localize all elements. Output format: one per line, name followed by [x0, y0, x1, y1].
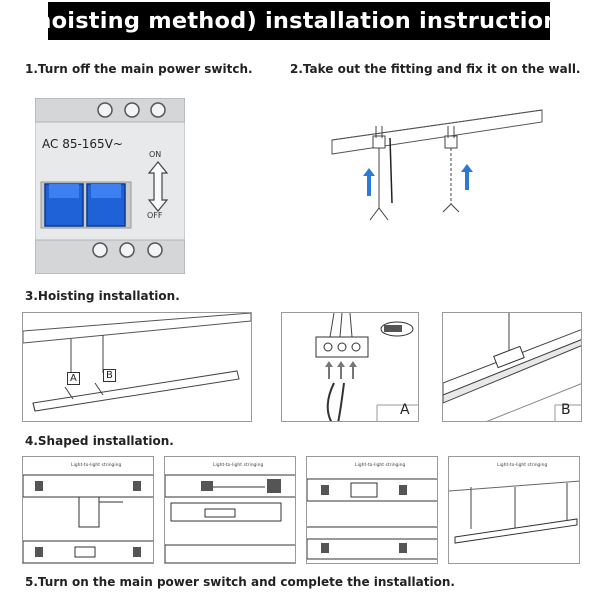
hoist-point-b-label: B — [103, 369, 116, 382]
shaped-caption-4: Light-to-light stringing — [497, 463, 548, 468]
hoisting-detail-a-drawing — [315, 313, 418, 421]
shaped-panel-suspended: Light-to-light stringing — [448, 456, 580, 564]
ceiling-fixing-drawing — [331, 109, 543, 221]
step-1-text: 1.Turn off the main power switch. — [25, 62, 253, 76]
hoisting-panel-overview: A B — [22, 312, 252, 422]
up-down-arrow-icon — [147, 161, 169, 212]
shaped-caption-2: Light-to-light stringing — [213, 463, 264, 468]
hoisting-panel-b: B — [442, 312, 582, 422]
voltage-label: AC 85-165V~ — [42, 137, 123, 151]
hoisting-panel-a: A — [281, 312, 419, 422]
terminal-screw-icon — [92, 242, 108, 258]
up-arrow-icon — [461, 164, 473, 190]
up-arrow-icon — [337, 361, 345, 379]
shaped-straight-connection-drawing — [307, 478, 437, 560]
hoisting-overview-drawing — [23, 313, 251, 412]
on-label: ON — [149, 150, 162, 159]
hoist-point-a-label: A — [67, 372, 80, 385]
shaped-caption-1: Light-to-light stringing — [71, 463, 122, 468]
terminal-screw-icon — [150, 102, 166, 118]
hoisting-detail-b-drawing — [443, 313, 581, 421]
ceiling-fixing-illustration — [330, 108, 545, 230]
shaped-l-connection-drawing — [165, 474, 295, 563]
up-arrow-icon — [363, 168, 375, 196]
ceiling-anchor-right — [442, 126, 460, 213]
terminal-screw-icon — [147, 242, 163, 258]
step-4-text: 4.Shaped installation. — [25, 434, 174, 448]
up-arrow-icon — [325, 361, 333, 379]
off-label: OFF — [147, 211, 163, 220]
shaped-t-connection-drawing — [23, 474, 153, 563]
step-5-text: 5.Turn on the main power switch and comp… — [25, 575, 455, 589]
shaped-suspended-drawing — [449, 480, 579, 544]
shaped-caption-3: Light-to-light stringing — [355, 463, 406, 468]
up-arrow-icon — [349, 361, 357, 379]
shaped-panel-t-connection: Light-to-light stringing — [22, 456, 154, 564]
page-title-banner: (hoisting method) installation instructi… — [25, 2, 573, 40]
circuit-breaker-drawing — [34, 97, 186, 275]
page-title: (hoisting method) installation instructi… — [24, 8, 574, 34]
circuit-breaker-illustration: AC 85-165V~ ON OFF — [34, 97, 186, 275]
terminal-screw-icon — [97, 102, 113, 118]
terminal-screw-icon — [119, 242, 135, 258]
step-3-text: 3.Hoisting installation. — [25, 289, 180, 303]
detail-a-label: A — [400, 402, 410, 418]
shaped-panel-l-connection: Light-to-light stringing — [164, 456, 296, 564]
step-2-text: 2.Take out the fitting and fix it on the… — [290, 62, 581, 76]
ceiling-anchor-left — [369, 126, 393, 221]
shaped-panel-straight-connection: Light-to-light stringing — [306, 456, 438, 564]
detail-b-label: B — [561, 402, 571, 418]
terminal-screw-icon — [124, 102, 140, 118]
